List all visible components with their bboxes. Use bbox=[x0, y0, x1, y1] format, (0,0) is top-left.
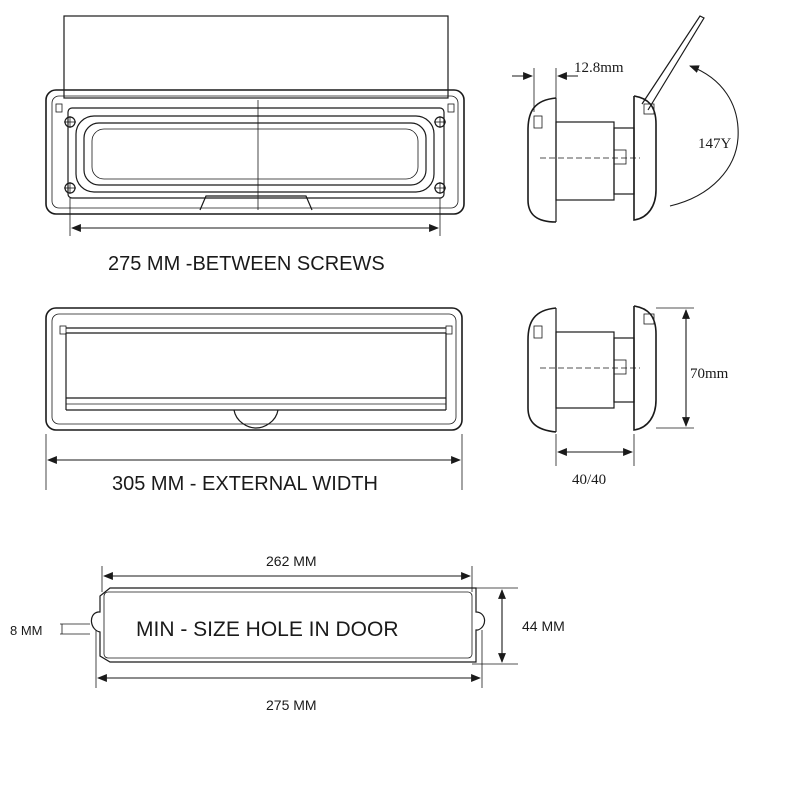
screw-icon bbox=[434, 116, 446, 128]
dimension-hole-bottom bbox=[95, 630, 483, 688]
dimension-depth bbox=[555, 434, 635, 466]
dimension-flap-thickness bbox=[512, 68, 578, 112]
dimension-external-width bbox=[45, 434, 463, 490]
screw-icon bbox=[64, 182, 76, 194]
height-label: 70mm bbox=[690, 366, 729, 382]
hole-title: MIN - SIZE HOLE IN DOOR bbox=[136, 618, 399, 641]
flap-thickness-label: 12.8mm bbox=[574, 60, 624, 76]
front-view-plate-external bbox=[45, 307, 463, 431]
door-hole-outline bbox=[90, 587, 486, 663]
hole-top-label: 262 MM bbox=[266, 553, 317, 569]
between-screws-label: 275 MM -BETWEEN SCREWS bbox=[108, 253, 385, 275]
hole-bottom-label: 275 MM bbox=[266, 697, 317, 713]
dimension-between-screws bbox=[69, 198, 441, 236]
screw-icon bbox=[434, 182, 446, 194]
dimension-height bbox=[656, 307, 694, 429]
flap-angle-label: 147Y bbox=[698, 136, 732, 152]
external-width-label: 305 MM - EXTERNAL WIDTH bbox=[112, 473, 378, 495]
depth-label: 40/40 bbox=[572, 472, 606, 488]
front-view-plate bbox=[45, 15, 465, 215]
hole-height-label: 44 MM bbox=[522, 618, 565, 634]
dimension-hole-height bbox=[472, 587, 518, 665]
slot-label: 8 MM bbox=[10, 623, 43, 638]
dimension-slot bbox=[60, 623, 90, 635]
screw-icon bbox=[64, 116, 76, 128]
side-view-closed bbox=[527, 305, 657, 433]
side-view-open-flap bbox=[527, 15, 739, 223]
